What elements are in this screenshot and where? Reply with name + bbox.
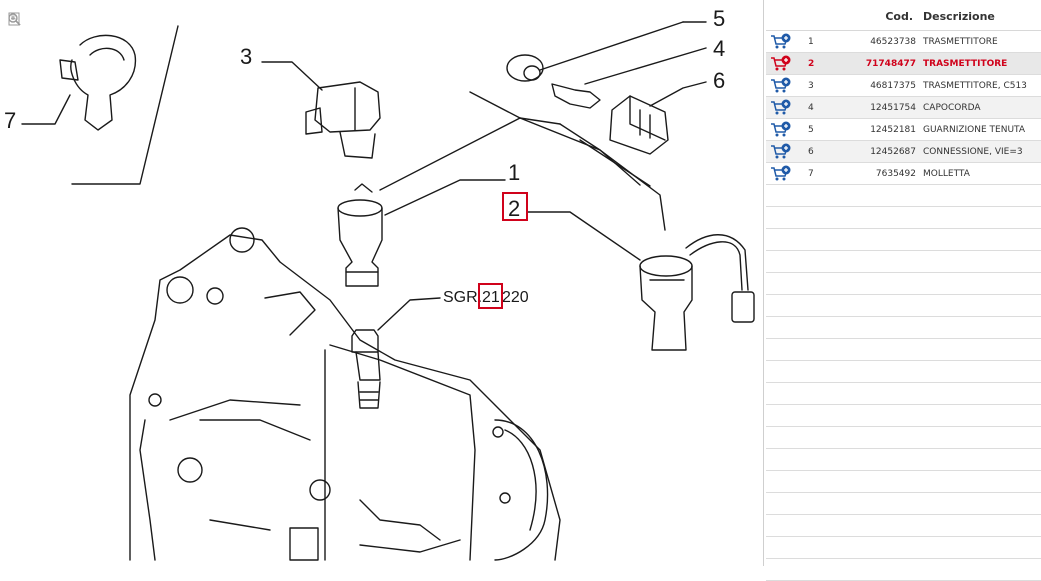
zoom-out-icon[interactable] (7, 13, 23, 66)
row-description: CONNESSIONE, VIE=3 (923, 147, 1023, 157)
empty-row (766, 427, 1041, 449)
empty-row (766, 295, 1041, 317)
row-code: 7635492 (875, 169, 916, 179)
row-description: GUARNIZIONE TENUTA (923, 125, 1026, 135)
empty-row (766, 405, 1041, 427)
empty-row (766, 185, 1041, 207)
ref-label-prefix: SGR. (443, 289, 482, 306)
empty-row (766, 383, 1041, 405)
row-description: CAPOCORDA (923, 103, 981, 113)
exploded-diagram[interactable]: 7 3 5 4 6 1 2 SGR. 21 220 (0, 0, 764, 566)
row-description: MOLLETTA (923, 169, 970, 179)
table-empty-rows (766, 185, 1041, 581)
add-to-cart-icon[interactable] (770, 121, 792, 138)
empty-row (766, 559, 1041, 581)
empty-row (766, 317, 1041, 339)
header-cod: Cod. (885, 10, 913, 23)
empty-row (766, 515, 1041, 537)
empty-row (766, 339, 1041, 361)
callout-3[interactable]: 3 (240, 44, 252, 69)
add-to-cart-icon[interactable] (770, 55, 792, 72)
table-header: Cod. Descrizione (766, 0, 1041, 31)
callout-7[interactable]: 7 (4, 108, 16, 133)
row-position: 1 (808, 37, 814, 47)
callout-4[interactable]: 4 (713, 36, 725, 61)
table-row[interactable]: 1 46523738 TRASMETTITORE (766, 31, 1041, 53)
empty-row (766, 251, 1041, 273)
header-desc: Descrizione (923, 10, 995, 23)
table-row[interactable]: 2 71748477 TRASMETTITORE (766, 53, 1041, 75)
add-to-cart-icon[interactable] (770, 33, 792, 50)
add-to-cart-icon[interactable] (770, 99, 792, 116)
row-code: 12452687 (870, 147, 916, 157)
table-row[interactable]: 5 12452181 GUARNIZIONE TENUTA (766, 119, 1041, 141)
empty-row (766, 273, 1041, 295)
add-to-cart-icon[interactable] (770, 77, 792, 94)
table-row[interactable]: 7 7635492 MOLLETTA (766, 163, 1041, 185)
table-row[interactable]: 3 46817375 TRASMETTITORE, C513 (766, 75, 1041, 97)
table-row[interactable]: 4 12451754 CAPOCORDA (766, 97, 1041, 119)
add-to-cart-icon[interactable] (770, 165, 792, 182)
row-code: 71748477 (865, 59, 916, 69)
callout-6[interactable]: 6 (713, 68, 725, 93)
add-to-cart-icon[interactable] (770, 143, 792, 160)
row-description: TRASMETTITORE (923, 37, 998, 47)
callout-2-highlight (502, 192, 528, 221)
empty-row (766, 471, 1041, 493)
row-position: 5 (808, 125, 814, 135)
row-code: 12451754 (870, 103, 916, 113)
ref-label-suffix: 220 (502, 289, 529, 306)
ref-label-highlight: 21 (482, 289, 500, 306)
diagram-drawing: 7 3 5 4 6 1 2 SGR. 21 220 (4, 6, 755, 561)
row-code: 12452181 (870, 125, 916, 135)
empty-row (766, 207, 1041, 229)
row-position: 6 (808, 147, 814, 157)
row-position: 7 (808, 169, 814, 179)
row-position: 4 (808, 103, 814, 113)
empty-row (766, 361, 1041, 383)
callout-5[interactable]: 5 (713, 6, 725, 31)
ref-label-highlight-box (478, 283, 503, 309)
row-position: 2 (808, 59, 815, 69)
callout-2[interactable]: 2 (508, 196, 520, 221)
empty-row (766, 229, 1041, 251)
row-description: TRASMETTITORE, C513 (923, 81, 1027, 91)
row-code: 46817375 (870, 81, 916, 91)
empty-row (766, 493, 1041, 515)
row-position: 3 (808, 81, 814, 91)
row-code: 46523738 (870, 37, 916, 47)
empty-row (766, 537, 1041, 559)
zoom-toolbar (7, 12, 25, 69)
callout-1[interactable]: 1 (508, 160, 520, 185)
empty-row (766, 449, 1041, 471)
table-row[interactable]: 6 12452687 CONNESSIONE, VIE=3 (766, 141, 1041, 163)
row-description: TRASMETTITORE (923, 59, 1008, 69)
